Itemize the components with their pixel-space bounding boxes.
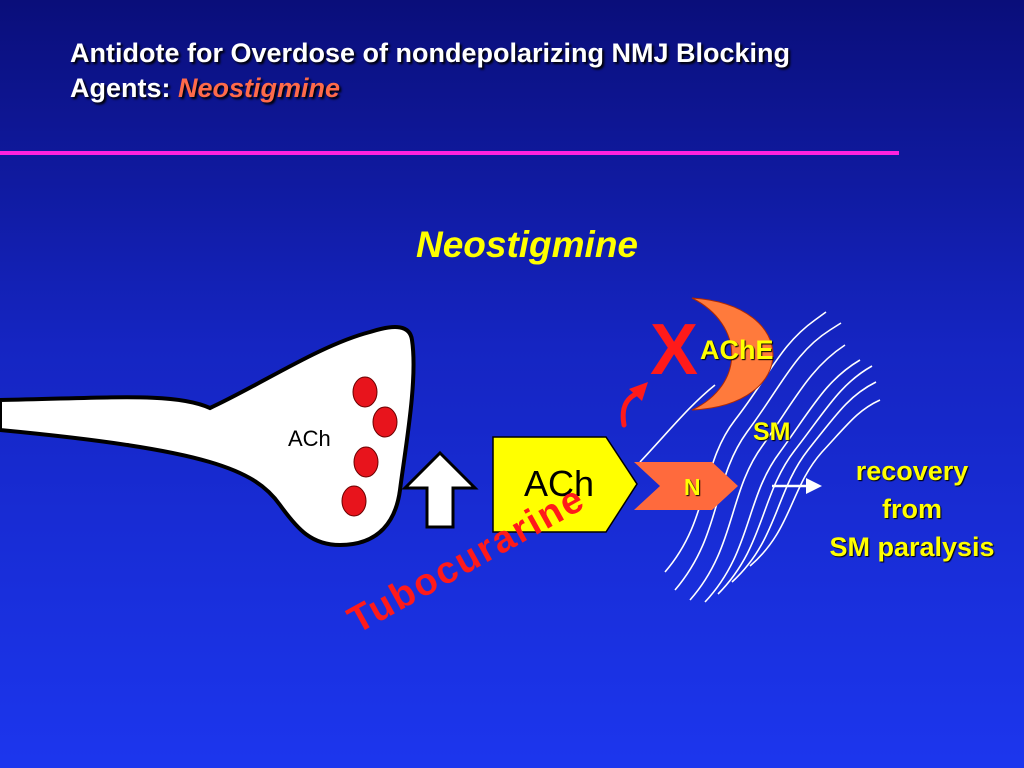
curved-arrow-head (629, 382, 648, 401)
diagram-heading: Neostigmine (415, 224, 639, 265)
nerve-terminal (0, 325, 416, 548)
nerve-terminal-label: ACh (288, 426, 331, 451)
released-ach-label: ACh (523, 463, 595, 504)
receptor-label: N (684, 474, 701, 500)
inhibition-mark: X (650, 310, 699, 390)
ache-enzyme (691, 297, 774, 411)
slide-title: Antidote for Overdose of nondepolarizing… (70, 36, 1000, 106)
outcome-line-2: from (882, 494, 942, 524)
outcome-line-3: SM paralysis (829, 532, 995, 562)
vesicle-3 (353, 446, 379, 478)
nicotinic-receptor (634, 462, 738, 510)
title-divider (0, 151, 899, 155)
enzyme-label: AChE (700, 335, 774, 365)
ach-box (492, 436, 638, 533)
title-line-2-prefix: Agents: (70, 73, 178, 103)
title-highlight: Neostigmine (178, 73, 341, 103)
vesicle-2 (372, 406, 398, 438)
outcome-line-1: recovery (855, 456, 969, 486)
curved-arrow-icon (620, 390, 641, 428)
up-arrow-icon (401, 450, 479, 529)
muscle-fibers (639, 311, 881, 603)
title-line-1: Antidote for Overdose of nondepolarizing… (70, 38, 791, 68)
muscle-label: SM (753, 418, 791, 446)
outcome-text: recovery from SM paralysis (800, 452, 1024, 566)
vesicle-1 (352, 376, 378, 408)
vesicle-4 (341, 485, 367, 517)
right-arrow-head (806, 478, 822, 494)
